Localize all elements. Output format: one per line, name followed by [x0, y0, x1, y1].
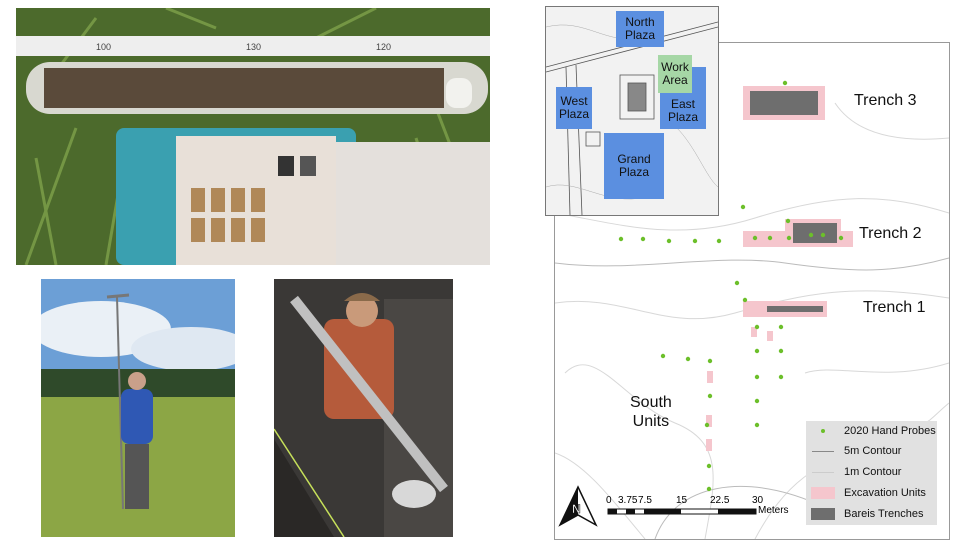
excavation-pit-photo [274, 279, 453, 537]
bareis-trench-icon [811, 508, 835, 520]
svg-text:130: 130 [246, 42, 261, 52]
contour-5m-icon [812, 450, 834, 452]
north-plaza: North Plaza [616, 11, 664, 47]
svg-text:N: N [572, 502, 581, 516]
trench-3-feature [743, 86, 825, 120]
hand-probes [618, 80, 844, 492]
legend-row-contour1: 1m Contour [806, 464, 937, 480]
probe-marker-icon [821, 429, 825, 433]
grand-plaza: Grand Plaza [604, 133, 664, 199]
scale-bar: 0 3.75 7.5 15 22.5 30 Meters [606, 495, 789, 516]
svg-text:120: 120 [376, 42, 391, 52]
legend-row-excavation: Excavation Units [806, 485, 937, 501]
excavation-unit-icon [811, 487, 835, 499]
soil-core-photo: 100 130 120 [16, 8, 490, 265]
trench-2-label: Trench 2 [859, 225, 922, 242]
trench-1-label: Trench 1 [863, 299, 926, 316]
inset-map: North Plaza West Plaza East Plaza Work A… [545, 6, 719, 216]
contour-1m-icon [812, 471, 834, 473]
legend-row-probes: 2020 Hand Probes [806, 423, 937, 439]
legend-row-bareis: Bareis Trenches [806, 506, 937, 522]
contour-5m [554, 257, 950, 540]
hand-probe-photo [41, 279, 235, 537]
south-units-label: South Units [630, 394, 672, 430]
trench-2-feature [743, 219, 853, 247]
work-area: Work Area [658, 55, 692, 93]
svg-text:100: 100 [96, 42, 111, 52]
trench-1-feature [706, 301, 827, 451]
trench-3-label: Trench 3 [854, 92, 917, 109]
north-arrow-icon: N [556, 485, 600, 529]
map-legend: 2020 Hand Probes 5m Contour 1m Contour E… [806, 421, 937, 525]
west-plaza: West Plaza [556, 87, 592, 129]
legend-row-contour5: 5m Contour [806, 443, 937, 459]
